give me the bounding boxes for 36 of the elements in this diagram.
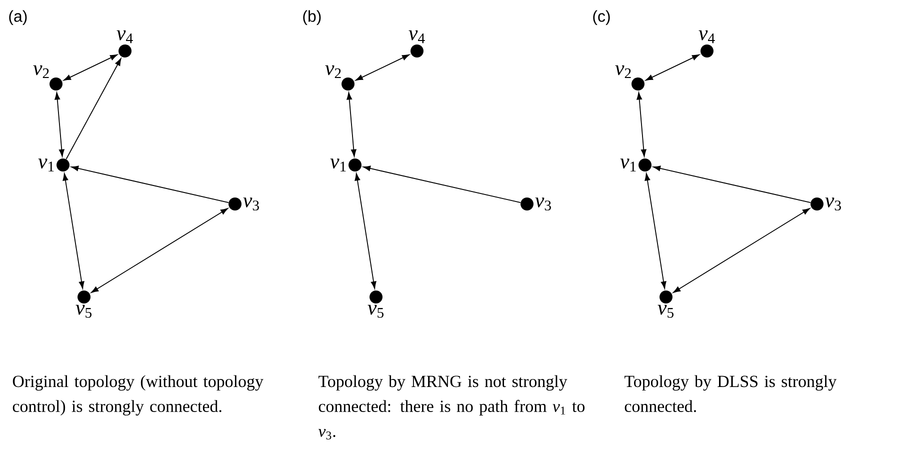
node-label: v$_{1}$ [38,158,54,172]
arrow [363,166,521,203]
arrow [653,166,811,203]
arrow [63,54,118,81]
node-label: v$_{2}$ [615,65,631,78]
node-label: v$_{3}$ [535,198,551,210]
node-label: v$_{3}$ [825,198,841,210]
arrow [346,92,356,157]
arrow [354,173,376,289]
arrow [66,58,122,160]
panel-label: (b) [303,10,321,26]
node-label: v$_{2}$ [325,65,341,78]
arrow [355,54,410,81]
caption: Original topology (without topology control) is strongly connected. [12,375,264,416]
caption: Topology by MRNG is not strongly connected: there is no path from v$_{1}$ to v$_{3}$. [318,375,585,440]
arrow [636,92,646,157]
node-label: v$_{5}$ [76,304,92,318]
arrow [54,92,64,157]
panel-label: (c) [593,10,610,26]
node-label: v$_{4}$ [116,30,133,44]
node-label: v$_{2}$ [33,65,49,78]
arrow [91,208,228,293]
arrow [645,54,700,81]
panel-label: (a) [9,10,27,26]
arrow [644,173,666,289]
node-label: v$_{5}$ [658,304,674,318]
node-label: v$_{1}$ [620,158,636,172]
arrow [71,166,229,203]
node-label: v$_{1}$ [330,158,346,172]
caption: Topology by DLSS is strongly connected. [624,375,837,412]
node-label: v$_{5}$ [368,304,384,318]
node-label: v$_{4}$ [698,30,715,44]
arrow [62,173,84,289]
node-label: v$_{3}$ [243,198,259,210]
node-label: v$_{4}$ [408,30,425,44]
arrow [673,208,810,293]
